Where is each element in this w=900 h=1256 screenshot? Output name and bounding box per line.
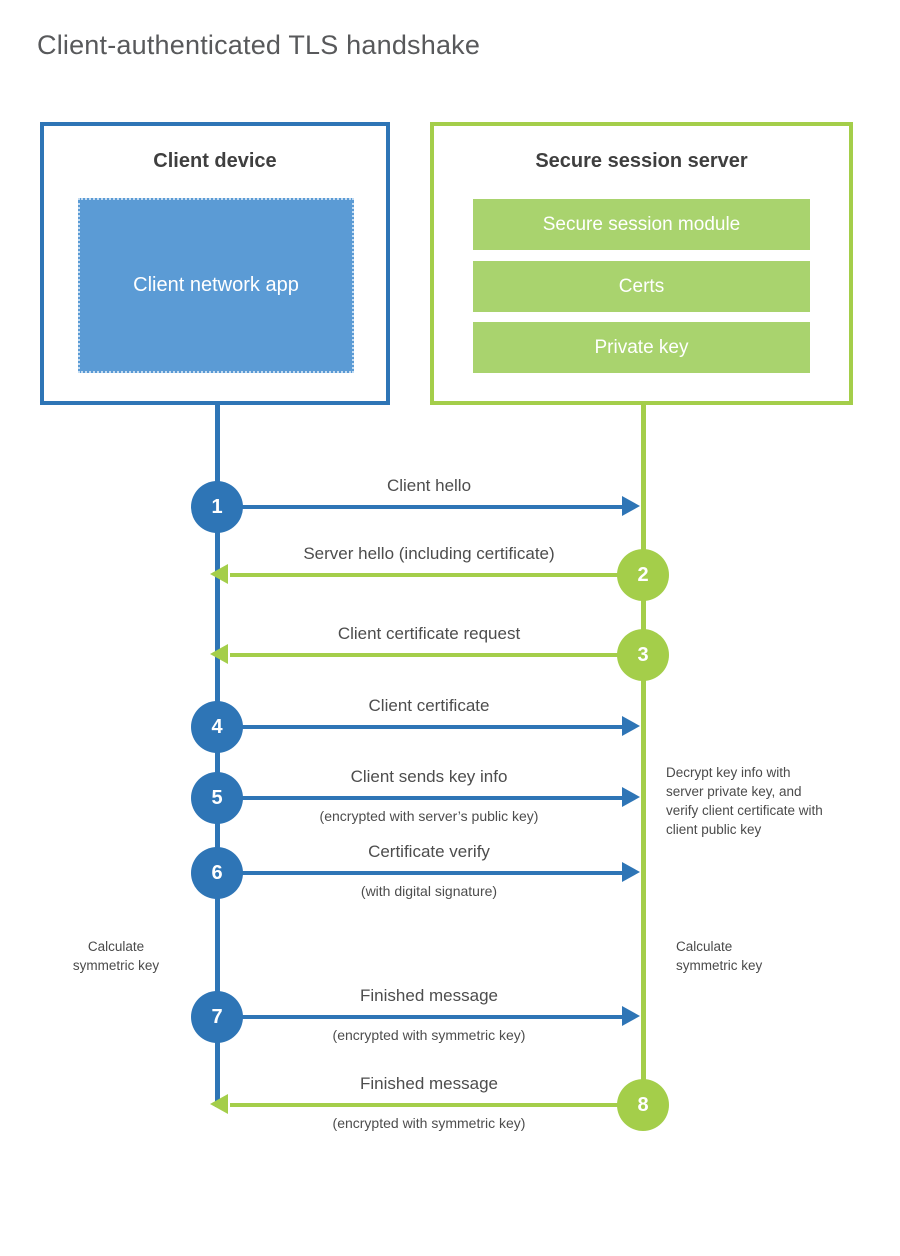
arrow-line	[220, 871, 622, 875]
arrow-right-icon	[622, 787, 640, 807]
arrow-right-icon	[622, 496, 640, 516]
step-number-badge: 1	[191, 481, 243, 533]
message-sublabel: (encrypted with symmetric key)	[332, 1115, 526, 1131]
message-label: Finished message	[360, 1074, 498, 1093]
server-lifeline	[641, 405, 646, 1107]
step-number-badge: 5	[191, 772, 243, 824]
arrow-line	[220, 796, 622, 800]
note-calculate-symmetric-key-server: Calculate symmetric key	[676, 939, 763, 974]
client-network-app-label: Client network app	[133, 274, 299, 296]
secure-session-server-box: Secure session server Secure session mod…	[430, 122, 853, 405]
arrow-right-icon	[622, 1006, 640, 1026]
arrow-left-icon	[210, 1094, 228, 1114]
client-lifeline	[215, 405, 220, 1107]
server-module-certs: Certs	[473, 261, 810, 312]
arrow-line	[220, 1015, 622, 1019]
message-sublabel: (encrypted with server’s public key)	[319, 808, 539, 824]
message-label: Client certificate request	[337, 624, 521, 643]
server-module-private-key: Private key	[473, 322, 810, 373]
client-device-box: Client device Client network app	[40, 122, 390, 405]
message-sublabel: (encrypted with symmetric key)	[332, 1027, 526, 1043]
arrow-left-icon	[210, 564, 228, 584]
message-label: Certificate verify	[368, 842, 490, 861]
step-number-badge: 6	[191, 847, 243, 899]
arrow-line	[230, 653, 641, 657]
message-label: Client sends key info	[350, 767, 508, 786]
note-decrypt-key-info: Decrypt key info with server private key…	[666, 765, 823, 838]
arrow-line	[220, 505, 622, 509]
step-number-badge: 8	[617, 1079, 669, 1131]
step-number-badge: 2	[617, 549, 669, 601]
step-number-badge: 3	[617, 629, 669, 681]
arrow-left-icon	[210, 644, 228, 664]
arrow-right-icon	[622, 862, 640, 882]
note-calculate-symmetric-key-client: Calculate symmetric key	[72, 939, 160, 974]
client-device-title: Client device	[153, 150, 277, 172]
arrow-line	[220, 725, 622, 729]
client-network-app-box: Client network app	[78, 198, 354, 373]
message-label: Client hello	[386, 476, 472, 495]
arrow-right-icon	[622, 716, 640, 736]
arrow-line	[230, 573, 641, 577]
arrow-line	[230, 1103, 641, 1107]
step-number-badge: 4	[191, 701, 243, 753]
server-module-secure-session: Secure session module	[473, 199, 810, 250]
message-sublabel: (with digital signature)	[360, 883, 498, 899]
step-number-badge: 7	[191, 991, 243, 1043]
message-label: Finished message	[360, 986, 498, 1005]
message-label: Client certificate	[368, 696, 490, 715]
message-label: Server hello (including certificate)	[303, 544, 555, 563]
diagram-title: Client-authenticated TLS handshake	[37, 30, 481, 60]
secure-session-server-title: Secure session server	[535, 150, 748, 172]
